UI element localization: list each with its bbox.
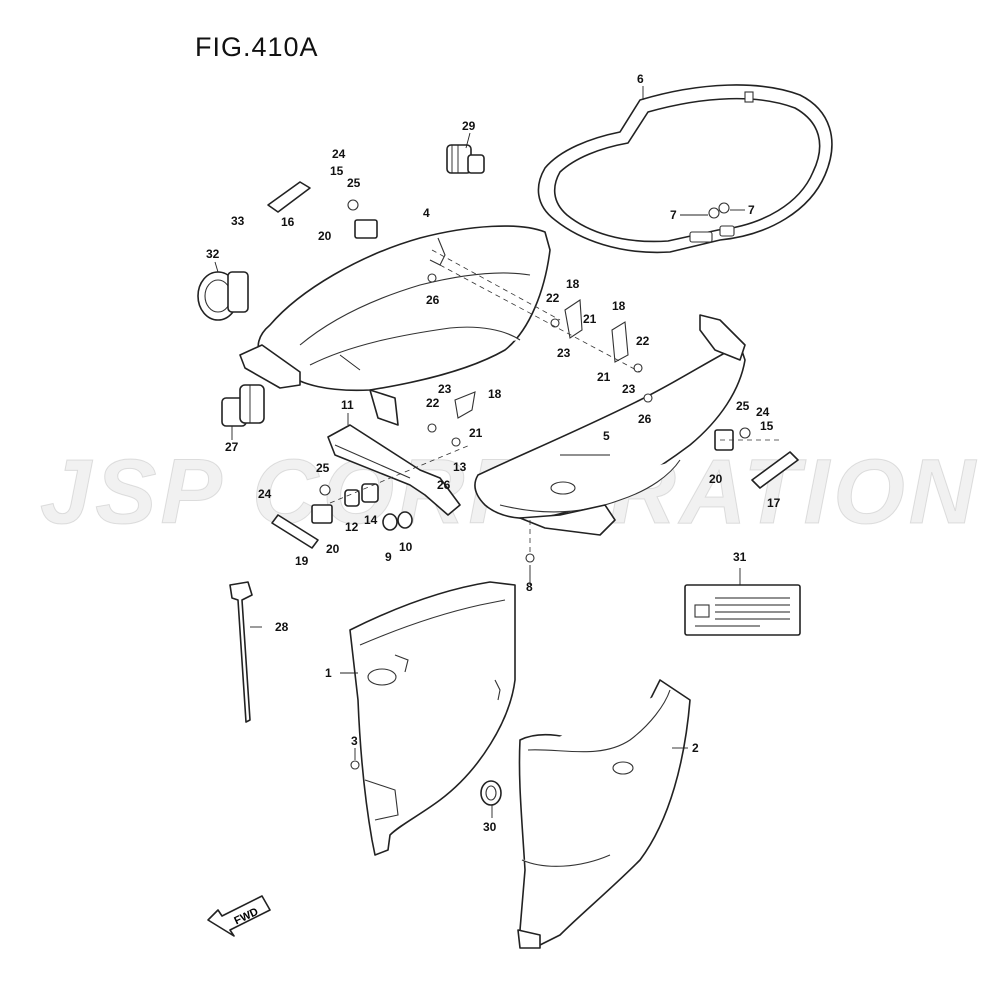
callout-27: 27: [225, 440, 239, 454]
callout-15a: 15: [330, 164, 344, 178]
callout-26c: 26: [437, 478, 451, 492]
figure-title: FIG.410A: [195, 32, 319, 62]
callout-31: 31: [733, 550, 747, 564]
part-4-upper-cover: [239, 225, 551, 426]
callout-18c: 18: [488, 387, 502, 401]
part-31-warning-label: [684, 584, 801, 636]
part-28-tie-strap: [229, 581, 253, 723]
callout-24a: 24: [332, 147, 346, 161]
callout-22c: 22: [426, 396, 440, 410]
callout-12: 12: [345, 520, 359, 534]
assembly-lines: [329, 249, 780, 555]
callout-22a: 22: [546, 291, 560, 305]
callout-33: 33: [231, 214, 245, 228]
callout-25c: 25: [316, 461, 330, 475]
callout-20c: 20: [326, 542, 340, 556]
callout-26a: 26: [426, 293, 440, 307]
part-16-latch: [267, 181, 311, 213]
callout-25b: 25: [736, 399, 750, 413]
callout-9: 9: [385, 550, 392, 564]
callout-18a: 18: [566, 277, 580, 291]
callout-6: 6: [637, 72, 644, 86]
callout-13: 13: [453, 460, 467, 474]
callout-21b: 21: [597, 370, 611, 384]
callout-11: 11: [341, 398, 354, 412]
callout-28: 28: [275, 620, 289, 634]
callout-19: 19: [295, 554, 309, 568]
callout-7b: 7: [748, 203, 755, 217]
part-1-lower-cover-left: [349, 581, 516, 856]
part-17-latch: [751, 451, 799, 489]
callout-5: 5: [603, 429, 610, 443]
callout-23c: 23: [438, 382, 452, 396]
callout-4: 4: [423, 206, 430, 220]
callout-17: 17: [767, 496, 781, 510]
callout-25a: 25: [347, 176, 361, 190]
callout-21a: 21: [583, 312, 597, 326]
callout-3: 3: [351, 734, 358, 748]
callout-26b: 26: [638, 412, 652, 426]
part-6-seal-ring: [537, 84, 833, 254]
part-11-bracket: [327, 424, 461, 516]
callout-20b: 20: [709, 472, 723, 486]
callout-23b: 23: [622, 382, 636, 396]
callout-10: 10: [399, 540, 413, 554]
part-18-hooks: [454, 299, 629, 419]
callout-16: 16: [281, 215, 295, 229]
fwd-arrow: FWD: [207, 895, 271, 937]
callout-1: 1: [325, 666, 332, 680]
callout-29: 29: [462, 119, 476, 133]
callout-8: 8: [526, 580, 533, 594]
part-27-grommet: [221, 384, 265, 427]
callout-15b: 15: [760, 419, 774, 433]
leader-lines: [214, 86, 745, 818]
part-2-lower-cover-right: [517, 679, 691, 949]
callout-21c: 21: [469, 426, 483, 440]
callout-20a: 20: [318, 229, 332, 243]
part-5-front-cover: [474, 314, 746, 536]
part-20-latch-blocks: [311, 219, 734, 524]
callout-14: 14: [364, 513, 378, 527]
callout-23a: 23: [557, 346, 571, 360]
callouts: 6 7 7 29 24 15 25 16 4 20 33 32 26 18 22…: [206, 72, 781, 834]
callout-7a: 7: [670, 208, 677, 222]
small-fasteners: [319, 199, 751, 770]
part-30-grommet: [480, 780, 502, 806]
part-29-grommet: [446, 144, 485, 174]
callout-32: 32: [206, 247, 220, 261]
part-19-latch: [271, 514, 319, 549]
callout-24b: 24: [756, 405, 770, 419]
callout-18b: 18: [612, 299, 626, 313]
callout-22b: 22: [636, 334, 650, 348]
callout-24c: 24: [258, 487, 272, 501]
callout-30: 30: [483, 820, 497, 834]
callout-2: 2: [692, 741, 699, 755]
part-32-grommet: [197, 271, 249, 321]
